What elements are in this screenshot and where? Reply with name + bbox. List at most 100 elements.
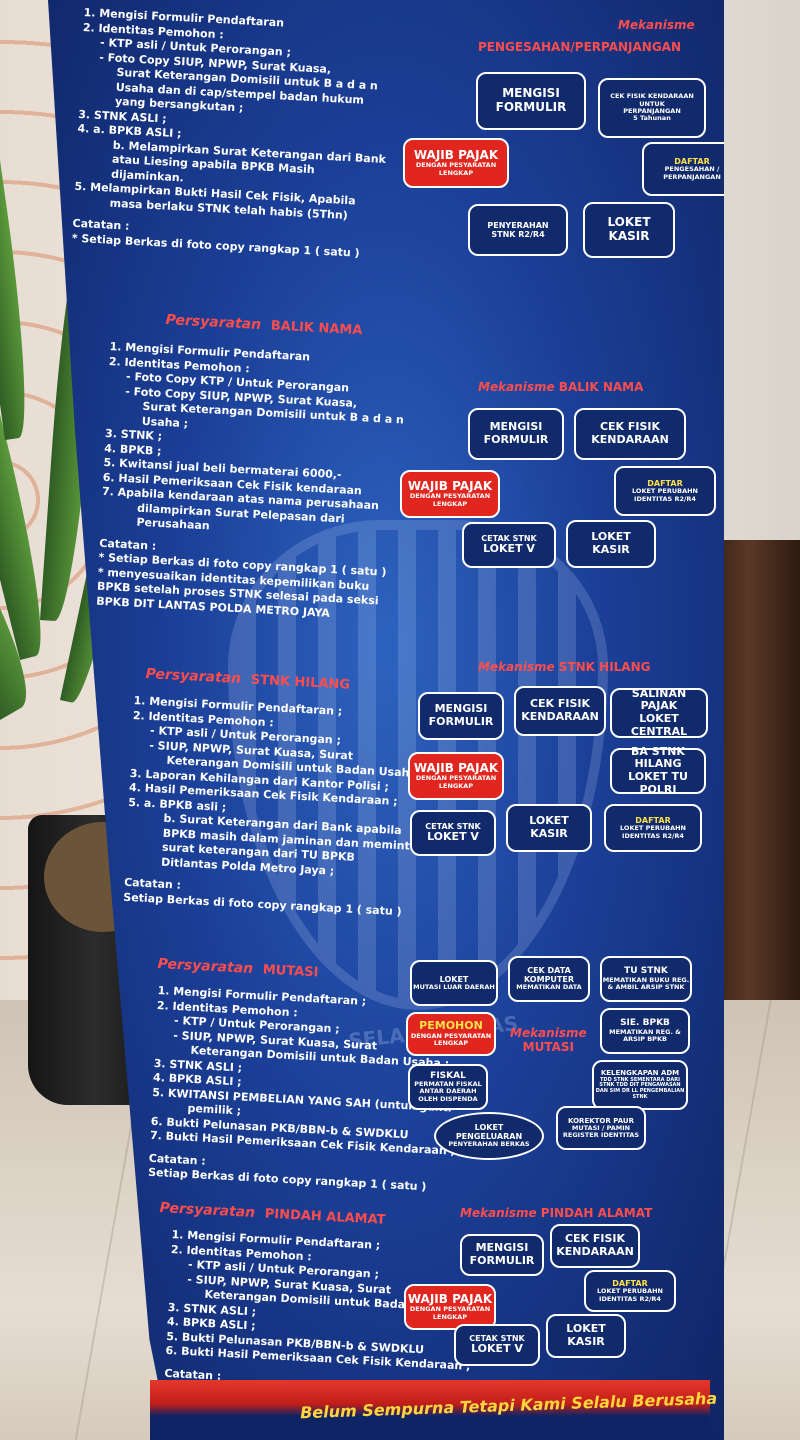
mechanism-title-pindah-alamat: Mekanisme PINDAH ALAMAT (460, 1206, 652, 1220)
box-line: KENDARAAN (556, 1245, 634, 1258)
box-line: MENGISI (489, 420, 543, 434)
box-line: PEMOHON (419, 1019, 483, 1033)
box-line: KOMPUTER (523, 975, 575, 985)
info-banner: SELALU LINTAS 1. Mengisi Formulir Pendaf… (48, 0, 724, 1440)
flow-mengisi-formulir: MENGISI FORMULIR (418, 692, 504, 740)
box-line: WAJIB PAJAK (407, 478, 493, 493)
box-line: DENGAN PESYARATAN LENGKAP (415, 161, 497, 177)
flow-loket-kasir: LOKET KASIR (546, 1314, 626, 1358)
box-line: CETAK STNK (481, 534, 537, 544)
box-line: LOKET PERUBAHN (632, 487, 698, 496)
flow-wajib-pajak: WAJIB PAJAK DENGAN PESYARATAN LENGKAP (403, 138, 509, 188)
box-line: PENYERAHAN BERKAS (448, 1140, 530, 1149)
box-line: BA STNK HILANG (631, 744, 685, 771)
title-prefix: Persyaratan (159, 1200, 256, 1221)
box-line: MEMATIKAN REG. & ARSIP BPKB (609, 1027, 681, 1044)
box-line: 5 Tahunan (633, 114, 671, 123)
box-line: KASIR (530, 827, 568, 840)
flow-loket-kasir: LOKET KASIR (506, 804, 592, 852)
box-line: DAFTAR (612, 1278, 648, 1288)
box-line: CETAK STNK (425, 822, 481, 832)
mechanism-title-stnk-hilang: Mekanisme STNK HILANG (478, 660, 650, 674)
box-line: PENGELUARAN (455, 1132, 523, 1142)
flow-cek-fisik: CEK FISIK KENDARAAN (574, 408, 686, 460)
box-line: LOKET CENTRAL (630, 712, 688, 738)
mech-prefix: Mekanisme (478, 380, 555, 394)
box-line: KELENGKAPAN ADM (600, 1069, 680, 1078)
box-line: MUTASI / PAMIN REGISTER IDENTITAS (562, 1123, 640, 1140)
box-line: SIE. BPKB (620, 1018, 670, 1029)
box-line: SALINAN PAJAK (631, 686, 687, 713)
flow-cetak-stnk: CETAK STNK LOKET V (454, 1324, 540, 1366)
mech-title: MUTASI (522, 1040, 574, 1054)
flow-salinan-pajak: SALINAN PAJAK LOKET CENTRAL (610, 686, 708, 738)
box-line: UNTUK (639, 99, 665, 108)
mech-title: STNK HILANG (558, 660, 651, 674)
box-line: MENGISI (434, 702, 488, 716)
mech-title: BALIK NAMA (558, 380, 644, 394)
box-line: LOKET V (427, 830, 479, 844)
title-text: MUTASI (262, 962, 319, 981)
flow-sie-bpkb: SIE. BPKB MEMATIKAN REG. & ARSIP BPKB (600, 1008, 690, 1054)
flow-mengisi-formulir: MENGISI FORMULIR (476, 72, 586, 130)
title-text: PINDAH ALAMAT (264, 1206, 386, 1228)
box-line: LOKET (607, 215, 651, 230)
box-line: DAFTAR (647, 478, 683, 488)
flow-cek-fisik: CEK FISIK KENDARAAN (550, 1224, 640, 1268)
mechanism-title-mutasi: Mekanisme MUTASI (510, 1026, 587, 1054)
box-line: FORMULIR (428, 715, 494, 728)
title-prefix: Persyaratan (165, 312, 262, 333)
box-line: KASIR (592, 543, 630, 556)
box-line: MENGISI (502, 86, 560, 101)
mech-prefix: Mekanisme (478, 660, 555, 674)
box-line: WAJIB PAJAK (407, 1291, 493, 1306)
flow-cetak-stnk: CETAK STNK LOKET V (410, 810, 496, 856)
box-line: CEK FISIK (599, 420, 661, 434)
box-line: CETAK STNK (469, 1334, 525, 1344)
box-line: LOKET (474, 1123, 504, 1133)
box-line: LOKET (591, 530, 631, 544)
flow-daftar: DAFTAR PENGESAHAN / PERPANJANGAN (642, 142, 724, 196)
flow-cek-fisik: CEK FISIK KENDARAAN (514, 686, 606, 736)
box-line: KASIR (567, 1335, 605, 1348)
box-line: WAJIB PAJAK (413, 760, 499, 775)
box-line: DENGAN PESYARATAN LENGKAP (409, 1305, 491, 1321)
box-line: FISKAL (430, 1070, 466, 1081)
box-line: KOREKTOR PAUR (568, 1116, 634, 1125)
requirements-stnk-hilang: 1. Mengisi Formulir Pendaftaran ;2. Iden… (123, 694, 428, 920)
flow-ba-stnk-hilang: BA STNK HILANG LOKET TU POLRI (610, 744, 706, 796)
flow-mengisi-formulir: MENGISI FORMULIR (460, 1234, 544, 1276)
box-line: DENGAN PESYARATAN LENGKAP (415, 774, 497, 790)
box-line: MENGISI (475, 1241, 529, 1255)
section-title-pindah-alamat: Persyaratan PINDAH ALAMAT (159, 1200, 386, 1228)
mech-title: PINDAH ALAMAT (540, 1206, 653, 1220)
box-line: IDENTITAS R2/R4 (599, 1294, 661, 1303)
flow-korektor-paur: KOREKTOR PAUR MUTASI / PAMIN REGISTER ID… (556, 1106, 646, 1150)
box-line: DENGAN PESYARATAN LENGKAP (409, 492, 491, 508)
box-line: LOKET V (483, 542, 535, 556)
flow-loket-pengeluaran: LOKET PENGELUARAN PENYERAHAN BERKAS (434, 1112, 544, 1160)
flow-daftar: DAFTAR LOKET PERUBAHN IDENTITAS R2/R4 (604, 804, 702, 852)
box-line: MEMATIKAN BUKU REG. & AMBIL ARSIP STNK (602, 975, 690, 992)
box-line: STNK R2/R4 (491, 230, 545, 239)
box-line: DAFTAR (674, 156, 710, 166)
banner-footer-stripe (150, 1380, 710, 1440)
box-line: CEK FISIK (564, 1232, 626, 1246)
flow-penyerahan: PENYERAHAN STNK R2/R4 (468, 204, 568, 256)
flow-wajib-pajak: WAJIB PAJAK DENGAN PESYARATAN LENGKAP (400, 470, 500, 518)
box-line: FORMULIR (469, 1254, 535, 1267)
box-line: PENGESAHAN / PERPANJANGAN (663, 165, 721, 181)
flow-kelengkapan-adm: KELENGKAPAN ADM TDD STNK SEMENTARA DARI … (592, 1060, 688, 1110)
box-line: LOKET V (471, 1342, 523, 1356)
flow-loket-mutasi: LOKET MUTASI LUAR DAERAH (410, 960, 498, 1006)
box-line: KASIR (608, 229, 650, 243)
box-line: LOKET (439, 974, 469, 984)
mech-prefix: Mekanisme (460, 1206, 537, 1220)
flow-daftar: DAFTAR LOKET PERUBAHN IDENTITAS R2/R4 (614, 466, 716, 516)
flow-wajib-pajak: WAJIB PAJAK DENGAN PESYARATAN LENGKAP (408, 752, 504, 800)
flow-cek-fisik: CEK FISIK KENDARAAN UNTUK PERPANJANGAN 5… (598, 78, 706, 138)
box-line: KENDARAAN (591, 433, 669, 446)
box-line: LOKET PERUBAHN (620, 824, 686, 833)
